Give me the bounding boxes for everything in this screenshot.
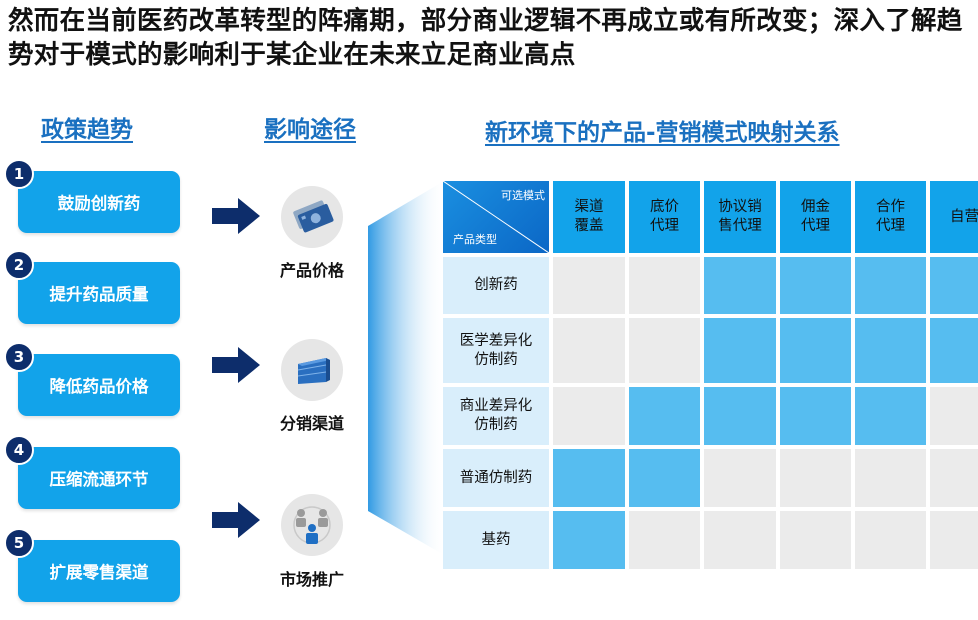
column-header: 合作代理 (855, 181, 926, 253)
corner-label-modes: 可选模式 (501, 189, 545, 202)
policy-button[interactable]: 压缩流通环节 (18, 447, 180, 509)
matrix-cell-active (704, 257, 776, 314)
row-header: 医学差异化仿制药 (443, 318, 549, 383)
matrix-cell (629, 511, 700, 569)
slide-title: 然而在当前医药改革转型的阵痛期，部分商业逻辑不再成立或有所改变；深入了解趋势对于… (8, 6, 963, 70)
matrix-cell-active (780, 318, 851, 383)
matrix-cell (704, 511, 776, 569)
policy-item-1: 鼓励创新药 1 (4, 159, 180, 233)
path-label: 分销渠道 (279, 414, 344, 433)
matrix-cell (930, 449, 978, 507)
column-header: 底价代理 (629, 181, 700, 253)
path-label: 产品价格 (279, 261, 344, 280)
matrix-cell-active (930, 257, 978, 314)
matrix-cell (629, 257, 700, 314)
matrix-cell (780, 449, 851, 507)
matrix-cell-active (930, 318, 978, 383)
matrix-cell-active (553, 511, 625, 569)
section-heading-mapping: 新环境下的产品-营销模式映射关系 (485, 120, 840, 146)
number-badge: 2 (4, 250, 34, 280)
right-arrow-icon (212, 347, 260, 383)
right-arrow-icon (212, 502, 260, 538)
matrix-corner-header: 可选模式 产品类型 (443, 181, 549, 253)
row-header: 创新药 (443, 257, 549, 314)
matrix-cell-active (553, 449, 625, 507)
matrix-cell (930, 387, 978, 445)
matrix-cell-active (704, 318, 776, 383)
row-header: 普通仿制药 (443, 449, 549, 507)
policy-button[interactable]: 扩展零售渠道 (18, 540, 180, 602)
number-badge: 1 (4, 159, 34, 189)
matrix-cell (553, 318, 625, 383)
matrix-cell-active (629, 387, 700, 445)
column-header: 渠道覆盖 (553, 181, 625, 253)
matrix-cell (553, 387, 625, 445)
matrix-cell-active (855, 257, 926, 314)
path-label: 市场推广 (279, 570, 344, 589)
matrix-cell (855, 449, 926, 507)
matrix-cell-active (855, 387, 926, 445)
policy-item-3: 降低药品价格 3 (4, 342, 180, 416)
section-heading-path: 影响途径 (264, 117, 356, 143)
column-header: 自营 (930, 181, 978, 253)
matrix-cell-active (704, 387, 776, 445)
row-header: 基药 (443, 511, 549, 569)
matrix-cell (855, 511, 926, 569)
policy-item-5: 扩展零售渠道 5 (4, 528, 180, 602)
section-heading-policy: 政策趋势 (41, 117, 133, 143)
policy-item-2: 提升药品质量 2 (4, 250, 180, 324)
funnel-connector (368, 181, 444, 555)
policy-button[interactable]: 降低药品价格 (18, 354, 180, 416)
matrix-cell-active (780, 387, 851, 445)
column-header: 协议销售代理 (704, 181, 776, 253)
policy-button[interactable]: 鼓励创新药 (18, 171, 180, 233)
row-header: 商业差异化仿制药 (443, 387, 549, 445)
warehouse-icon (281, 339, 343, 401)
matrix-cell (780, 511, 851, 569)
number-badge: 4 (4, 435, 34, 465)
number-badge: 5 (4, 528, 34, 558)
policy-button[interactable]: 提升药品质量 (18, 262, 180, 324)
mapping-matrix: 可选模式 产品类型 渠道覆盖 底价代理 协议销售代理 佣金代理 合作代理 自营 … (443, 181, 978, 569)
matrix-cell (553, 257, 625, 314)
money-icon (281, 186, 343, 248)
right-arrow-icon (212, 198, 260, 234)
people-network-icon (281, 494, 343, 556)
matrix-cell (930, 511, 978, 569)
policy-item-4: 压缩流通环节 4 (4, 435, 180, 509)
number-badge: 3 (4, 342, 34, 372)
matrix-cell-active (780, 257, 851, 314)
matrix-cell (629, 318, 700, 383)
matrix-cell-active (629, 449, 700, 507)
matrix-cell-active (855, 318, 926, 383)
matrix-cell (704, 449, 776, 507)
column-header: 佣金代理 (780, 181, 851, 253)
corner-label-products: 产品类型 (453, 233, 497, 246)
